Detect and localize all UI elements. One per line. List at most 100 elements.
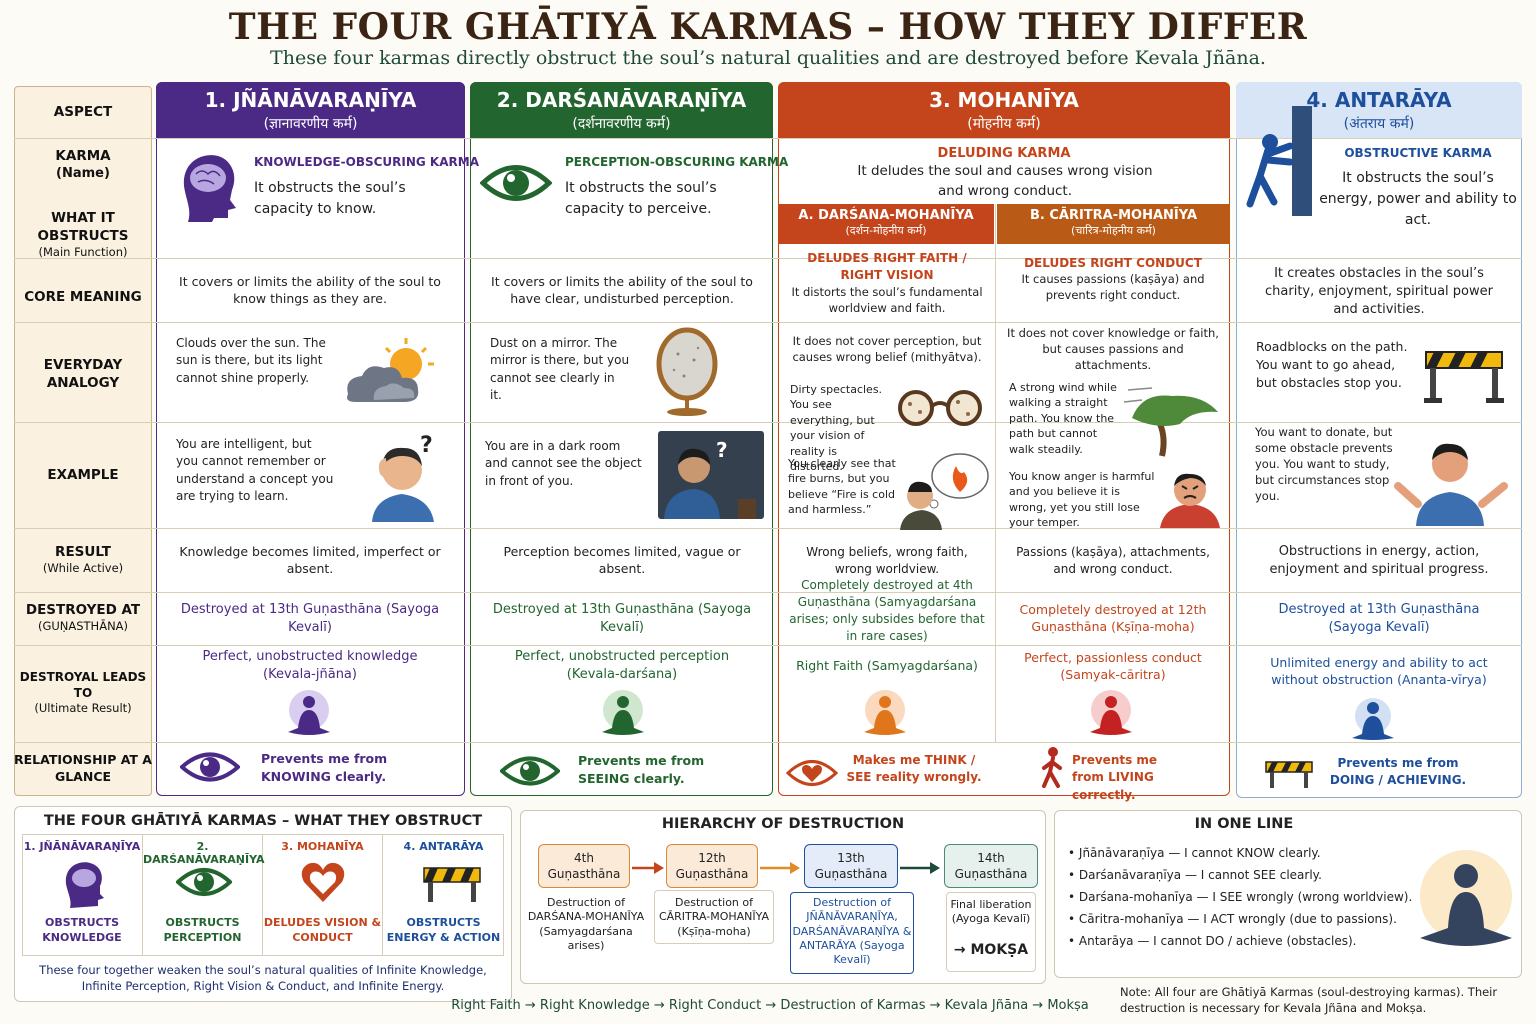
row-divider <box>14 422 1522 423</box>
grid-divider <box>262 834 263 956</box>
result-text: Obstructions in energy, action, enjoymen… <box>1269 543 1489 577</box>
roadblock-icon <box>1418 340 1510 404</box>
aspect-column <box>14 86 152 796</box>
subheader-darsana-mohaniya: A. DARŚANA-MOHANĪYA (दर्शन-मोहनीय कर्म) <box>778 204 994 244</box>
obstructs-text: It obstructs the soul’s capacity to perc… <box>565 180 717 217</box>
caritra-analogy: A strong wind while walking a straight p… <box>1009 381 1117 456</box>
header-mohaniya: 3. MOHANĪYA(मोहनीय कर्म) <box>778 82 1230 138</box>
stage-note-frame <box>790 892 914 974</box>
analogy-text: Clouds over the sun. The sun is there, b… <box>176 336 326 385</box>
result-text: Knowledge becomes limited, imperfect or … <box>179 543 441 577</box>
moksha-label: → MOKṢA <box>953 942 1029 958</box>
summary-title: THE FOUR GHĀTIYĀ KARMAS – WHAT THEY OBST… <box>43 813 483 829</box>
summary-item-desc: OBSTRUCTS KNOWLEDGE <box>42 916 122 944</box>
heart-icon <box>298 858 348 906</box>
stage-14th: 14th Guṇasthāna <box>944 844 1038 888</box>
aspect-relationship: RELATIONSHIP AT A GLANCE <box>14 752 152 784</box>
aspect-destroyed: DESTROYED AT(GUṆASTHĀNA) <box>25 602 141 634</box>
svg-text:?: ? <box>716 438 728 462</box>
stage-note-frame <box>946 892 1036 972</box>
eye-icon <box>479 158 553 208</box>
footer-note: Note: All four are Ghātiyā Karmas (soul-… <box>1120 985 1498 1016</box>
aspect-obstructs: WHAT IT OBSTRUCTS(Main Function) <box>37 210 129 260</box>
arrow-right-icon <box>760 860 800 874</box>
obstructs-text: It obstructs the soul’s energy, power an… <box>1319 170 1517 228</box>
page-subtitle: These four karmas directly obstruct the … <box>270 47 1266 69</box>
stage-4th: 4th Guṇasthāna <box>538 844 630 888</box>
hierarchy-box <box>520 810 1046 984</box>
header-antaraya: 4. ANTARĀYA(अंतराय कर्म) <box>1236 82 1522 138</box>
caritra-glance: Prevents me from LIVING correctly. <box>1072 753 1158 802</box>
grid-divider <box>382 834 383 956</box>
row-divider <box>14 528 1522 529</box>
walking-person-icon <box>1038 746 1066 790</box>
destroyed-at: Destroyed at 13th Guṇasthāna (Sayoga Kev… <box>180 601 440 635</box>
header-darsanavaraniya: 2. DARŚANĀVARAṆĪYA(दर्शनावरणीय कर्म) <box>470 82 773 138</box>
oneline-item: Jñānāvaraṇīya — I cannot KNOW clearly. <box>1068 846 1428 860</box>
roadblock-icon <box>1262 756 1316 790</box>
mohaniya-divider <box>995 204 996 742</box>
meditating-figure-icon <box>858 688 912 738</box>
caritra-core: DELUDES RIGHT CONDUCT It causes passions… <box>1021 255 1205 303</box>
stage-note: Final liberation (Ayoga Kevalī) <box>950 898 1032 926</box>
darsana-leads: Right Faith (Samyagdarśana) <box>796 658 978 674</box>
summary-item-name: 2. DARŚANĀVARAṆĪYA <box>143 840 265 866</box>
summary-item-desc: OBSTRUCTS ENERGY & ACTION <box>386 916 501 944</box>
arrow-right-icon <box>900 860 940 874</box>
eye-icon <box>178 746 242 788</box>
darsana-glance: Makes me THINK / SEE reality wrongly. <box>846 753 982 785</box>
summary-grid <box>22 834 504 956</box>
aspect-result: RESULT(While Active) <box>42 544 124 576</box>
arrow-right-icon <box>632 860 664 874</box>
darsana-destroyed: Completely destroyed at 4th Guṇasthāna (… <box>789 578 985 643</box>
summary-item-name: 3. MOHANĪYA <box>281 840 364 853</box>
mirror-icon <box>650 326 724 418</box>
hierarchy-title: HIERARCHY OF DESTRUCTION <box>661 816 905 832</box>
row-divider <box>14 645 1522 646</box>
windblown-tree-icon <box>1122 378 1226 458</box>
ultimate-result: Unlimited energy and ability to act with… <box>1270 654 1488 688</box>
karma-type-label: PERCEPTION-OBSCURING KARMA <box>565 155 789 169</box>
oneline-item: Antarāya — I cannot DO / achieve (obstac… <box>1068 934 1428 948</box>
core-meaning: It covers or limits the ability of the s… <box>179 273 441 307</box>
eye-icon <box>175 862 233 902</box>
meditating-figure-icon <box>282 688 336 738</box>
glance-text: Prevents me from KNOWING clearly. <box>261 751 388 784</box>
svg-text:?: ? <box>420 433 433 458</box>
glance-text: Prevents me from DOING / ACHIEVING. <box>1329 756 1467 788</box>
row-divider <box>14 322 1522 323</box>
caritra-result: Passions (kaṣāya), attachments, and wron… <box>1016 545 1210 576</box>
dark-room-icon: ? <box>658 431 764 519</box>
aspect-example: EXAMPLE <box>47 467 119 484</box>
brain-head-icon <box>174 148 240 222</box>
heart-eye-icon <box>785 754 839 792</box>
stage-note: Destruction of CĀRITRA-MOHANĪYA (Kṣīṇa-m… <box>658 896 770 938</box>
caritra-leads: Perfect, passionless conduct (Samyak-cār… <box>1024 649 1202 683</box>
meditating-figure-icon <box>1346 696 1400 742</box>
summary-footer: These four together weaken the soul’s na… <box>39 963 487 994</box>
roadblock-icon <box>420 862 484 906</box>
cloud-sun-icon <box>334 334 454 414</box>
oneline-list: Jñānāvaraṇīya — I cannot KNOW clearly. D… <box>1068 846 1428 956</box>
confused-person-icon: ? <box>362 430 452 522</box>
obstructs-text: It obstructs the soul’s capacity to know… <box>254 180 406 217</box>
stage-note: Destruction of DARŚANA-MOHANĪYA (Samyagd… <box>527 896 645 952</box>
example-text: You are in a dark room and cannot see th… <box>485 439 642 488</box>
fire-thought-icon <box>890 450 994 530</box>
caritra-note: It does not cover knowledge or faith, bu… <box>1007 325 1219 373</box>
caritra-destroyed: Completely destroyed at 12th Guṇasthāna … <box>1019 601 1207 635</box>
oneline-item: Darśana-mohanīya — I SEE wrongly (wrong … <box>1068 890 1428 904</box>
caritra-example: You know anger is harmful and you believ… <box>1009 470 1155 530</box>
summary-item-name: 4. ANTARĀYA <box>403 840 484 853</box>
meditating-figure-icon <box>596 688 650 738</box>
destroyed-at: Destroyed at 13th Guṇasthāna (Sayoga Kev… <box>1278 601 1480 635</box>
karma-type-label: OBSTRUCTIVE KARMA <box>1344 146 1492 160</box>
header-jnanavaraniya: 1. JÑĀNĀVARAṆĪYA(ज्ञानावरणीय कर्म) <box>156 82 465 138</box>
karma-type-label: KNOWLEDGE-OBSCURING KARMA <box>254 155 479 169</box>
example-text: You are intelligent, but you cannot reme… <box>176 437 334 504</box>
darsana-example: You clearly see that fire burns, but you… <box>788 457 896 517</box>
stage-note-frame <box>654 890 774 944</box>
darsana-core: DELUDES RIGHT FAITH / RIGHT VISION It di… <box>791 251 983 315</box>
brain-head-icon <box>60 858 106 908</box>
darsana-analogy: Dirty spectacles. You see everything, bu… <box>790 383 883 473</box>
